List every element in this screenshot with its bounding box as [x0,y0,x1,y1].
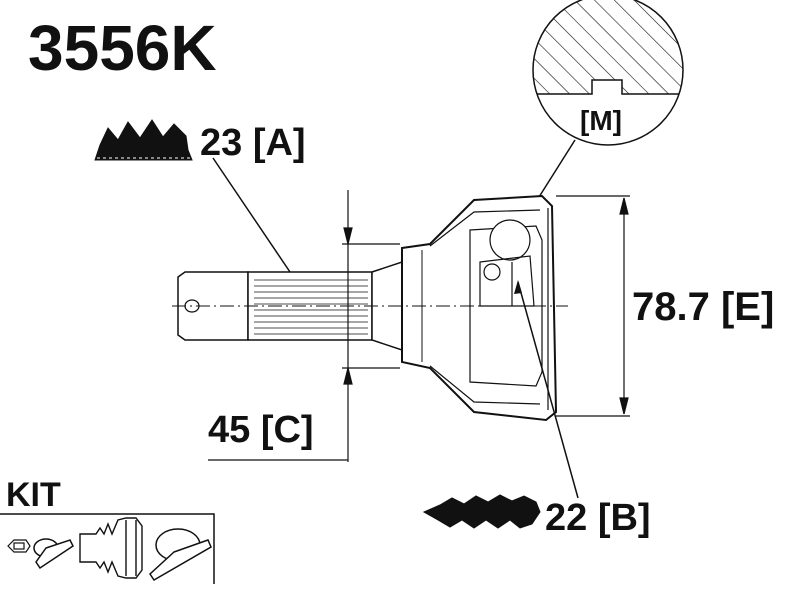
dimension-c [208,190,400,462]
length-c-label: 45 [C] [208,409,314,451]
clamp-small-icon [33,538,74,570]
dimension-e [556,195,630,417]
inner-race [469,219,543,387]
spline-b-label: 22 [B] [545,497,651,539]
leader-a [212,157,291,273]
kit-box [0,513,215,584]
nut-icon [7,539,31,553]
spline-a-icon [94,119,193,161]
spline-a-label: 23 [A] [200,122,306,164]
shaft-splines [254,279,368,335]
leader-b-arrow [514,280,522,294]
part-number: 3556K [28,12,217,84]
boot-icon [79,517,143,579]
leader-b [517,281,579,499]
kit-label: KIT [6,476,61,514]
clamp-large-icon [149,528,212,582]
detail-m-callout: [M] [532,0,684,146]
spline-b-icon [422,494,541,529]
detail-m-label: [M] [580,105,622,136]
diameter-e-label: 78.7 [E] [632,285,774,329]
